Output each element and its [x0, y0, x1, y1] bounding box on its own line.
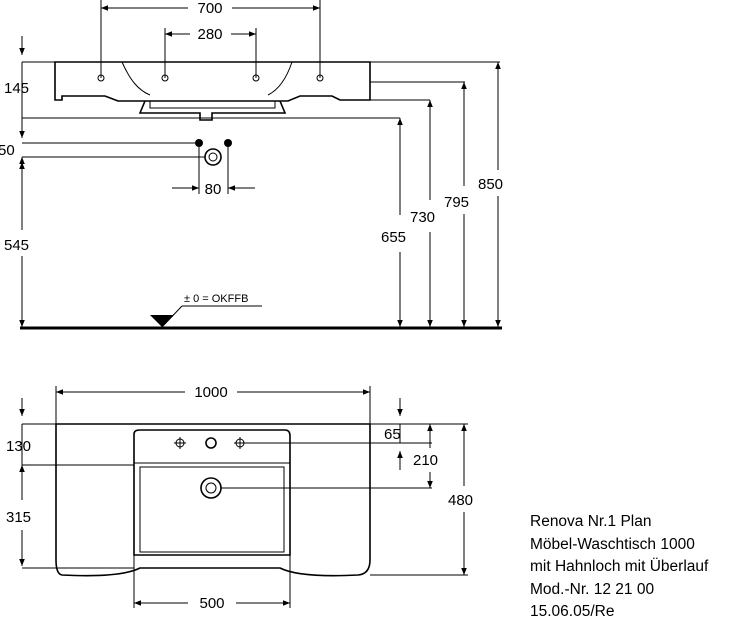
dim-1000: 1000 — [194, 384, 227, 401]
dim-280: 280 — [197, 26, 222, 43]
side-view: 700 280 145 50 80 545 — [0, 0, 503, 330]
dim-655: 655 — [381, 229, 406, 246]
dim-145: 145 — [4, 80, 29, 97]
dim-795: 795 — [444, 194, 469, 211]
dim-50: 50 — [0, 142, 15, 159]
product-name: Renova Nr.1 Plan — [530, 513, 652, 530]
dim-850: 850 — [478, 176, 503, 193]
dim-730: 730 — [410, 209, 435, 226]
drain-pipe — [195, 139, 232, 166]
dim-480: 480 — [448, 492, 473, 509]
model-number: Mod.-Nr. 12 21 00 — [530, 580, 655, 598]
product-variant: mit Hahnloch mit Überlauf — [530, 558, 709, 576]
dim-65: 65 — [384, 426, 401, 443]
product-info: Renova Nr.1 Plan Möbel-Waschtisch 1000 m… — [530, 511, 708, 624]
tap-holes — [174, 437, 246, 449]
basin-side-profile — [54, 61, 371, 121]
floor-label: ± 0 = OKFFB — [184, 293, 248, 305]
basin-drain — [200, 477, 222, 499]
dim-210: 210 — [413, 452, 438, 469]
dim-545: 545 — [4, 237, 29, 254]
product-type: Möbel-Waschtisch 1000 — [530, 535, 695, 553]
dim-315: 315 — [6, 509, 31, 526]
dim-80: 80 — [205, 181, 222, 198]
dim-500: 500 — [199, 595, 224, 612]
dim-700: 700 — [197, 0, 222, 17]
top-view: 1000 130 315 500 65 210 480 — [6, 384, 473, 612]
basin-bowl — [133, 429, 291, 556]
basin-top-outline — [55, 423, 371, 577]
floor-level-symbol — [150, 305, 262, 328]
drawing-date: 15.06.05/Re — [530, 603, 615, 621]
dim-130: 130 — [6, 438, 31, 455]
